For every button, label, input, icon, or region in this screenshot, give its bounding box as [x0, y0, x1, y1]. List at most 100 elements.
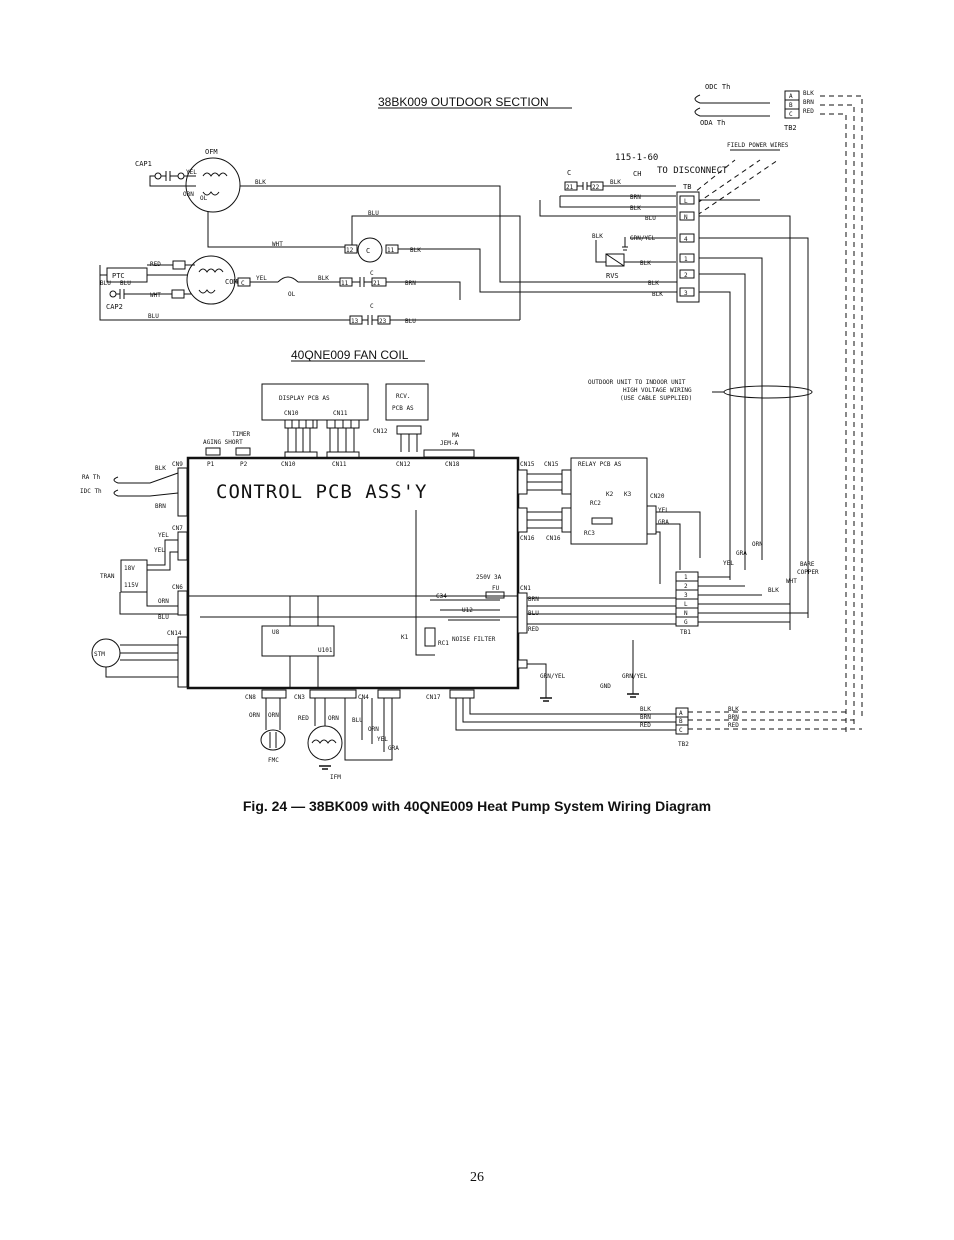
- svg-text:B: B: [789, 102, 793, 109]
- cable-bundle: [723, 385, 813, 399]
- short-jumper: [235, 447, 251, 456]
- pcb-p2: P2: [240, 461, 248, 468]
- outdoor-tb2-wire-red: RED: [803, 108, 814, 115]
- contactor-blk-wire: [398, 248, 677, 293]
- ifm-yel: YEL: [377, 736, 388, 743]
- ground-symbol-b: [627, 693, 639, 698]
- cn9-brn: BRN: [155, 503, 166, 510]
- contactor-brn: BRN: [405, 280, 416, 287]
- gnd-grn-yel-a: GRN/YEL: [540, 673, 566, 680]
- contactor-label: C: [366, 247, 370, 255]
- cn20-wires: [656, 511, 701, 584]
- tb-3-blk: BLK: [652, 291, 663, 298]
- ifm-orn-b: ORN: [368, 726, 379, 733]
- triac-area: [261, 625, 335, 657]
- cn6-connector: [177, 590, 188, 616]
- ifm-blu: BLU: [352, 717, 363, 724]
- svg-text:C: C: [679, 727, 683, 734]
- ptc-blu-b: BLU: [120, 280, 131, 287]
- relay-pcb: [570, 457, 648, 545]
- cn17-label: CN17: [426, 694, 441, 701]
- relay-k2: K2: [606, 491, 614, 498]
- svg-text:23: 23: [379, 318, 387, 325]
- tb1-blk: BLK: [768, 587, 779, 594]
- cap1-capacitor: [154, 171, 185, 181]
- cn20-connector: [646, 505, 657, 535]
- rvs-label: RVS: [606, 272, 619, 280]
- cn15-label: CN15: [520, 461, 535, 468]
- stm-wires: [105, 644, 178, 678]
- fan-motor-capacitor: [260, 729, 286, 751]
- svg-text:2: 2: [684, 272, 688, 279]
- tb1-label: TB1: [680, 629, 691, 636]
- aux-blu: BLU: [405, 318, 416, 325]
- rcv-cn12: CN12: [373, 428, 388, 435]
- rvs-blk: BLK: [592, 233, 603, 240]
- cn8-orn-a: ORN: [249, 712, 260, 719]
- contactor-coil: [357, 237, 383, 263]
- cn20-label: CN20: [650, 493, 665, 500]
- cn7-connector: [177, 531, 188, 561]
- relay-rc2: RC2: [590, 500, 601, 507]
- cn3-label: CN3: [294, 694, 305, 701]
- ol-blk: BLK: [318, 275, 329, 282]
- ifm-label: IFM: [330, 774, 341, 781]
- pcb-internal-lines: [188, 595, 518, 688]
- field-power-dashed: [689, 159, 779, 221]
- relay-k3: K3: [624, 491, 632, 498]
- gnd-terminal: [517, 659, 528, 669]
- control-pcb-title: CONTROL PCB ASS'Y: [216, 481, 427, 503]
- rcv-pcb: [385, 383, 429, 421]
- ofm-label: OFM: [205, 148, 218, 156]
- tb1-orn: ORN: [752, 541, 763, 548]
- cn8-connector: [261, 689, 287, 699]
- tb-2-blk: BLK: [648, 280, 659, 287]
- rc1-label: RC1: [438, 640, 449, 647]
- cn1-red: RED: [528, 626, 539, 633]
- contactor-pin-a2: [344, 244, 358, 254]
- ifm-wires: [314, 698, 393, 761]
- cap2-wht: WHT: [150, 292, 161, 299]
- u8-label: U8: [272, 629, 280, 636]
- cap2-capacitor: [109, 289, 130, 299]
- rvs-ground: [622, 237, 628, 251]
- ofm-orn: ORN: [183, 191, 194, 198]
- bare-copper-2: COPPER: [797, 569, 819, 576]
- aging-jumper: [205, 447, 221, 456]
- ch-label: CH: [633, 170, 641, 178]
- cn6-label: CN6: [172, 584, 183, 591]
- aging-short-label: AGING SHORT: [203, 439, 243, 446]
- svg-text:1: 1: [684, 574, 688, 581]
- relay-pcb-label: RELAY PCB AS: [578, 461, 622, 468]
- idc-th-label: IDC Th: [80, 488, 102, 495]
- cap2-label: CAP2: [106, 303, 123, 311]
- display-pcb: [261, 383, 369, 421]
- cn1-brn: BRN: [528, 596, 539, 603]
- svg-text:4: 4: [684, 236, 688, 243]
- tb1-out-wires: [698, 576, 808, 623]
- comp-label: COMP: [225, 278, 242, 286]
- fuse-rating: 250V 3A: [476, 574, 502, 581]
- outdoor-note-2: HIGH VOLTAGE WIRING: [623, 387, 692, 394]
- bare-copper-1: BARE: [800, 561, 815, 568]
- tb-supply-wires: [520, 196, 676, 216]
- ol-yel: YEL: [256, 275, 267, 282]
- fmc-label: FMC: [268, 757, 279, 764]
- noise-filter-label: NOISE FILTER: [452, 636, 496, 643]
- cn6-orn: ORN: [158, 598, 169, 605]
- ol-label: OL: [288, 291, 296, 298]
- contactor-pin-a1-label: 11: [387, 247, 395, 254]
- ifm-orn: ORN: [328, 715, 339, 722]
- tb1-block: 1 2 3 L N G: [675, 571, 699, 627]
- svg-text:22: 22: [592, 184, 600, 191]
- cn15-pcb-side: [517, 469, 528, 495]
- tran-primary: [119, 585, 178, 615]
- tb2-return-dashed: [688, 711, 862, 730]
- cn17-red: RED: [640, 722, 651, 729]
- pcb-cn18: CN18: [445, 461, 460, 468]
- jem-a-label: JEM-A: [440, 440, 458, 447]
- contactor-2-label: C: [370, 303, 374, 310]
- rvs-blk-2: BLK: [640, 260, 651, 267]
- cn14-label: CN14: [167, 630, 182, 637]
- ra-th-label: RA Th: [82, 474, 100, 481]
